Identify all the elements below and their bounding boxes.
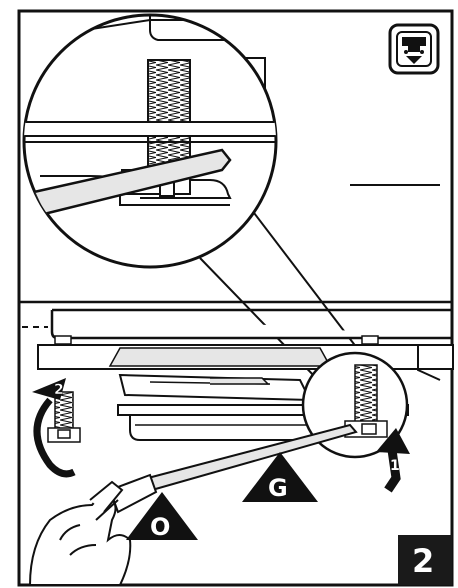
magnifier-detail: [22, 13, 278, 269]
rotate-arrow-right: [376, 428, 410, 493]
arrow-left-number: 2: [54, 382, 64, 398]
screwdriver: [108, 423, 358, 514]
leader-line-right: [247, 204, 361, 353]
step-number: 2: [412, 542, 434, 580]
marker-g: [242, 452, 318, 502]
marker-o-label: O: [150, 513, 170, 541]
bottom-assembly: [22, 308, 454, 443]
appliance-adjust-icon: [388, 23, 440, 75]
arrow-right-number: 1: [390, 458, 400, 474]
marker-g-label: G: [268, 474, 288, 502]
step-badge: [398, 535, 452, 585]
hand-illustration: [28, 480, 132, 586]
rotate-arrow-left: [32, 378, 76, 478]
marker-o: [126, 492, 198, 540]
